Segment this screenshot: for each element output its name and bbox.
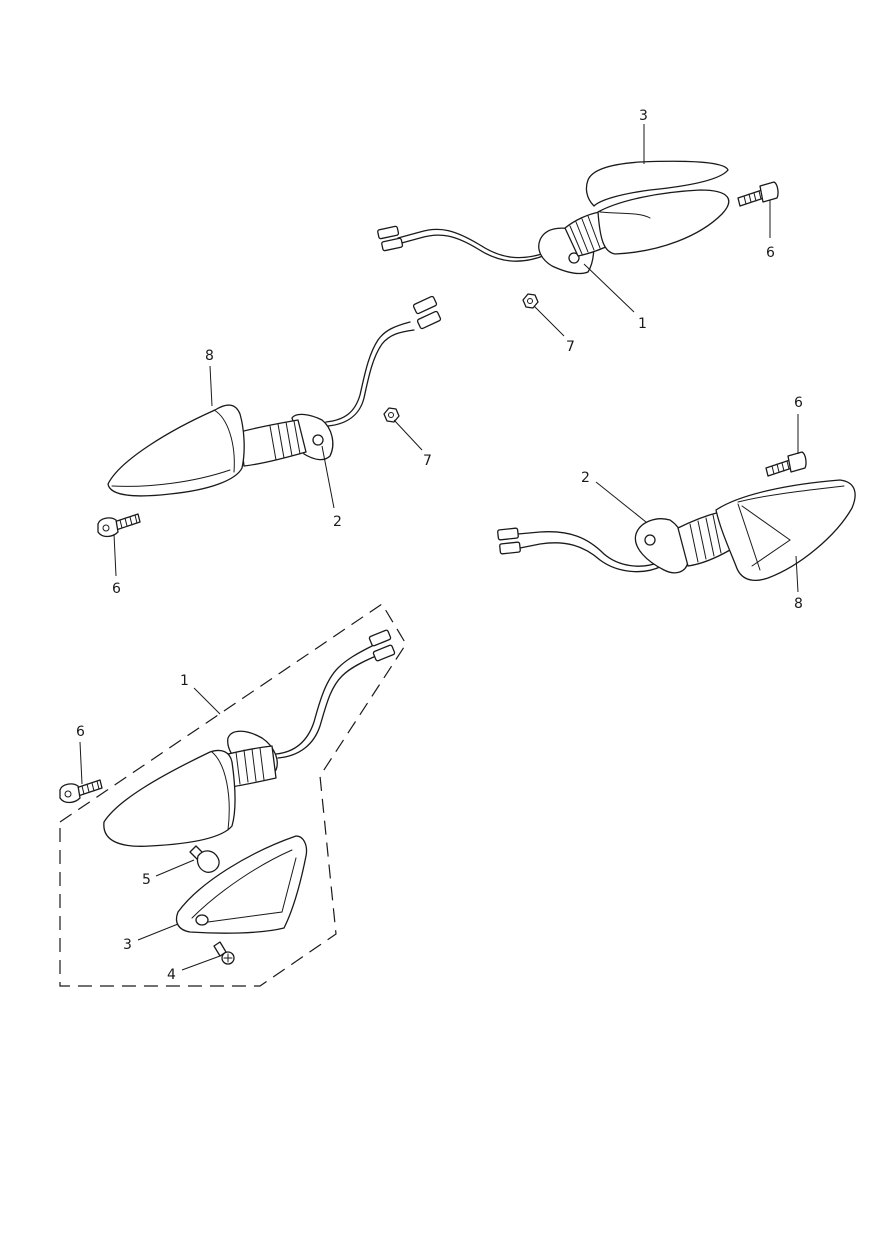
indicator-middle-left [107, 295, 442, 497]
indicator-top-right [377, 160, 730, 275]
callout-number: 8 [205, 348, 214, 364]
screw-4 [213, 941, 235, 965]
callout-number: 1 [180, 673, 189, 689]
callout-number: 2 [333, 514, 342, 530]
screw-6-d [59, 779, 103, 804]
callout-number: 6 [766, 245, 775, 261]
callout-number: 6 [112, 581, 121, 597]
callout-number: 3 [123, 937, 132, 953]
kit-boundary [59, 603, 407, 987]
callout-number: 3 [639, 108, 648, 124]
lens-3 [175, 835, 308, 934]
nut-7-b [383, 407, 400, 423]
callout-number: 6 [794, 395, 803, 411]
connector-terminal [412, 295, 442, 330]
screw-6-a [737, 181, 779, 207]
connector-terminal [377, 225, 404, 252]
callout-number: 7 [423, 453, 432, 469]
nut-7-a [522, 293, 539, 309]
connector-terminal [497, 527, 521, 555]
indicator-middle-right [497, 479, 856, 581]
callout-number: 4 [167, 967, 176, 983]
bulb-5 [189, 845, 220, 873]
screw-6-b [97, 513, 141, 538]
screw-6-c [765, 451, 807, 477]
callout-number: 2 [581, 470, 590, 486]
callout-number: 7 [566, 339, 575, 355]
leader-lines [79, 124, 799, 971]
indicator-kit-assembly [103, 629, 396, 847]
callout-number: 8 [794, 596, 803, 612]
callout-number: 1 [638, 316, 647, 332]
callout-number: 5 [142, 872, 151, 888]
callout-number: 6 [76, 724, 85, 740]
connector-terminal [368, 629, 396, 662]
